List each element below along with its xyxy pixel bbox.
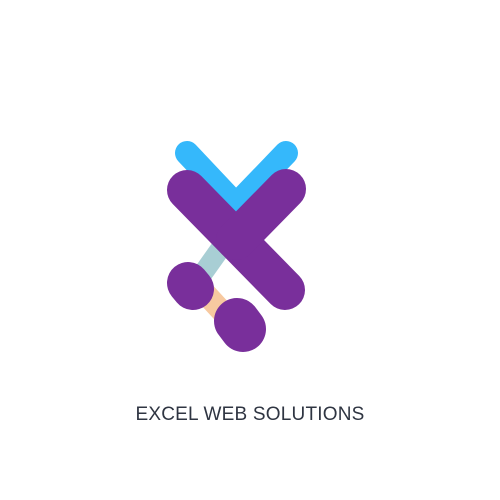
purple-blob-upper: [167, 262, 214, 310]
blue-v-stroke: [175, 141, 298, 223]
purple-blob-lower: [214, 298, 266, 352]
company-name: EXCEL WEB SOLUTIONS: [135, 404, 365, 425]
purple-x-stroke-right: [216, 169, 306, 260]
